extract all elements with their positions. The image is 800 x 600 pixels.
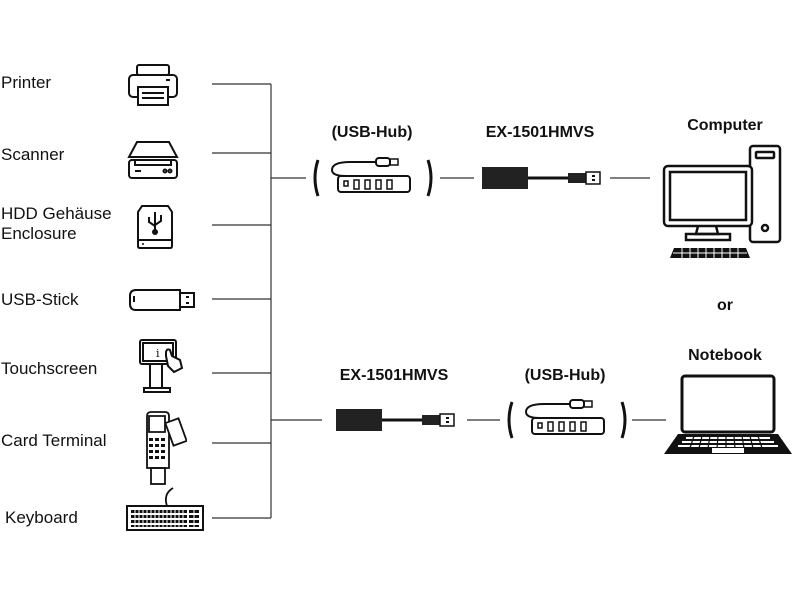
- hdd-enclosure-icon: [137, 205, 173, 249]
- bottom-usb-hub-icon: [507, 399, 627, 439]
- notebook-icon: [664, 374, 792, 454]
- usb-stick-icon: [129, 289, 195, 311]
- svg-text:i: i: [156, 347, 160, 360]
- device-label-keyboard: Keyboard: [5, 508, 78, 527]
- top-hub-label: (USB-Hub): [331, 124, 413, 141]
- card-terminal-icon: [146, 411, 187, 485]
- top-adapter-icon: [482, 167, 601, 189]
- top-adapter-label: EX-1501HMVS: [485, 124, 595, 141]
- bottom-adapter-label: EX-1501HMVS: [339, 367, 449, 384]
- scanner-icon: [127, 141, 179, 179]
- device-label-hdd-line2: Enclosure: [1, 224, 77, 243]
- notebook-label: Notebook: [688, 347, 762, 364]
- top-usb-hub-icon: [313, 157, 433, 197]
- computer-icon: [662, 144, 782, 258]
- device-label-touchscreen: Touchscreen: [1, 359, 98, 378]
- computer-label: Computer: [687, 117, 763, 134]
- keyboard-icon: [126, 487, 204, 531]
- device-label-usb-stick: USB-Stick: [1, 290, 79, 309]
- touchscreen-kiosk-icon: i: [139, 339, 184, 393]
- bottom-hub-label: (USB-Hub): [524, 367, 606, 384]
- printer-icon: [128, 64, 178, 106]
- or-separator: or: [717, 297, 733, 314]
- device-label-hdd-line1: HDD Gehäuse: [1, 204, 112, 223]
- bottom-adapter-icon: [336, 409, 455, 431]
- device-label-scanner: Scanner: [1, 145, 65, 164]
- device-label-card-terminal: Card Terminal: [1, 431, 107, 450]
- device-label-printer: Printer: [1, 73, 52, 92]
